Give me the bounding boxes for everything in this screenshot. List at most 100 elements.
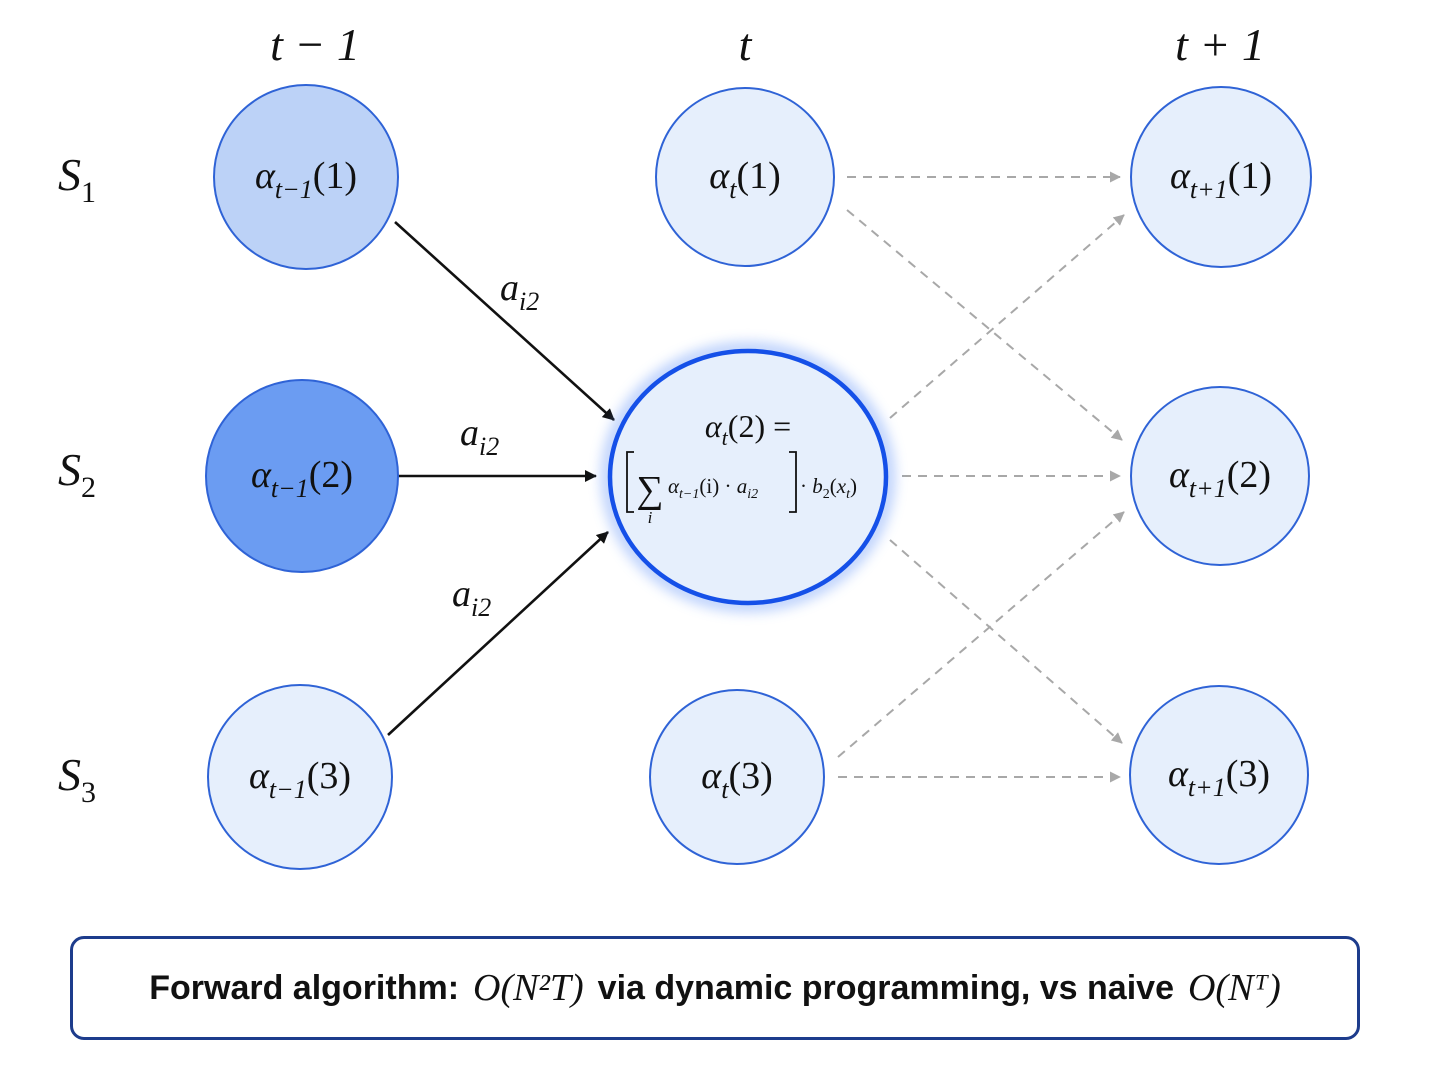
node-curr-2-sub: t <box>722 425 729 450</box>
formula-term-alpha-sub: t−1 <box>679 487 699 502</box>
caption-complexity-dp: O(N²T) <box>473 967 584 1009</box>
solid-arrow-3-to-2 <box>387 531 609 736</box>
node-curr-3-base: α <box>701 755 722 797</box>
dashed-transitions <box>837 171 1125 783</box>
solid-transitions <box>387 221 615 736</box>
formula-tail-dot: · <box>800 474 812 498</box>
node-curr-1: αt(1) <box>655 87 835 267</box>
svg-text:ai2: ai2 <box>500 267 539 316</box>
node-next-1: αt+1(1) <box>1130 86 1312 268</box>
node-prev-1: αt−1(1) <box>213 84 399 270</box>
time-label-next: t + 1 <box>1175 19 1265 70</box>
state-label-s2: S2 <box>58 444 96 504</box>
edge-label-top-sub: i2 <box>519 287 539 316</box>
node-prev-3-circle <box>207 684 393 870</box>
formula-tail-x-sub: t <box>846 487 851 502</box>
formula-term-arg: (i) · <box>699 474 736 498</box>
svg-text:αt+1(2): αt+1(2) <box>1169 454 1271 503</box>
forward-recursion-formula: ∑ i αt−1(i) · ai2 · b2(xt) <box>626 451 857 527</box>
node-next-2-circle <box>1130 386 1310 566</box>
edge-label-bottom-base: a <box>452 573 471 615</box>
node-prev-2-base: α <box>251 454 272 496</box>
svg-text:αt−1(2): αt−1(2) <box>251 454 353 503</box>
node-next-3-arg: (3) <box>1226 753 1270 795</box>
edge-label-bottom: ai2 <box>452 573 491 622</box>
formula-tail-b: b <box>812 474 823 498</box>
svg-text:αt(1): αt(1) <box>709 155 781 204</box>
node-curr-1-sub: t <box>729 175 737 204</box>
svg-text:S3: S3 <box>58 749 96 809</box>
node-curr-1-circle <box>655 87 835 267</box>
node-prev-3: αt−1(3) <box>207 684 393 870</box>
node-curr-1-base: α <box>709 155 730 197</box>
formula-tail-close: ) <box>850 474 857 498</box>
svg-text:αt−1(i) · ai2: αt−1(i) · ai2 <box>668 474 758 502</box>
state-label-s3: S3 <box>58 749 96 809</box>
node-prev-3-arg: (3) <box>307 755 351 797</box>
node-next-2-arg: (2) <box>1227 454 1271 496</box>
node-prev-1-base: α <box>255 155 276 197</box>
edge-label-top: ai2 <box>500 267 539 316</box>
dashed-arrow-1-to-2 <box>846 209 1123 441</box>
dashed-arrow-3-to-2 <box>837 511 1125 758</box>
node-next-2: αt+1(2) <box>1130 386 1310 566</box>
node-curr-3-sub: t <box>721 775 729 804</box>
node-next-1-arg: (1) <box>1228 155 1272 197</box>
node-curr-2-circle <box>607 348 889 606</box>
state-label-s1: S1 <box>58 149 96 209</box>
node-prev-2-circle <box>205 379 399 573</box>
node-next-3-base: α <box>1168 753 1189 795</box>
dashed-arrow-2-to-1 <box>889 214 1125 419</box>
svg-text:ai2: ai2 <box>460 412 499 461</box>
svg-text:S2: S2 <box>58 444 96 504</box>
formula-term-a-sub: i2 <box>747 487 758 502</box>
svg-text:ai2: ai2 <box>452 573 491 622</box>
time-label-prev: t − 1 <box>270 19 360 70</box>
node-prev-2-arg: (2) <box>309 454 353 496</box>
edge-label-middle: ai2 <box>460 412 499 461</box>
svg-text:αt−1(1): αt−1(1) <box>255 155 357 204</box>
caption-middle: via dynamic programming, vs naive <box>597 968 1174 1007</box>
node-curr-3-circle <box>649 689 825 865</box>
state-label-s2-base: S <box>58 444 81 495</box>
node-curr-2-highlight: αt(2) = ∑ i αt−1(i) · ai2 · b2(xt) <box>603 344 893 610</box>
node-next-3-circle <box>1129 685 1309 865</box>
complexity-caption: Forward algorithm: O(N²T) via dynamic pr… <box>70 936 1360 1040</box>
svg-text:αt+1(1): αt+1(1) <box>1170 155 1272 204</box>
state-label-s3-base: S <box>58 749 81 800</box>
edge-label-bottom-sub: i2 <box>471 593 491 622</box>
svg-text:S1: S1 <box>58 149 96 209</box>
svg-text:αt(2) =: αt(2) = <box>705 408 791 450</box>
node-curr-2-arg: (2) = <box>728 408 791 444</box>
edge-label-middle-base: a <box>460 412 479 454</box>
formula-tail-open: ( <box>830 474 837 498</box>
dashed-arrow-2-to-3 <box>889 539 1123 744</box>
caption-prefix: Forward algorithm: <box>149 968 460 1007</box>
node-next-1-circle <box>1130 86 1312 268</box>
node-curr-1-arg: (1) <box>736 155 780 197</box>
time-label-curr: t <box>739 19 753 70</box>
node-curr-2-base: α <box>705 408 723 444</box>
svg-text:· b2(xt): · b2(xt) <box>800 474 857 502</box>
node-next-1-base: α <box>1170 155 1191 197</box>
formula-term-alpha: α <box>668 474 680 498</box>
solid-arrow-1-to-2 <box>394 221 615 421</box>
node-curr-3: αt(3) <box>649 689 825 865</box>
node-prev-3-sub: t−1 <box>269 775 307 804</box>
node-next-3: αt+1(3) <box>1129 685 1309 865</box>
formula-left-bracket <box>626 451 634 513</box>
node-prev-3-base: α <box>249 755 270 797</box>
formula-sum-index: i <box>648 508 653 527</box>
svg-text:αt+1(3): αt+1(3) <box>1168 753 1270 802</box>
node-next-1-sub: t+1 <box>1190 175 1228 204</box>
node-prev-1-sub: t−1 <box>275 175 313 204</box>
node-next-2-base: α <box>1169 454 1190 496</box>
edge-label-middle-sub: i2 <box>479 432 499 461</box>
formula-sum-symbol: ∑ <box>636 469 663 511</box>
formula-term-a: a <box>737 474 748 498</box>
formula-tail-x: x <box>836 474 847 498</box>
node-prev-2-sub: t−1 <box>271 474 309 503</box>
node-prev-2: αt−1(2) <box>205 379 399 573</box>
node-curr-3-arg: (3) <box>728 755 772 797</box>
